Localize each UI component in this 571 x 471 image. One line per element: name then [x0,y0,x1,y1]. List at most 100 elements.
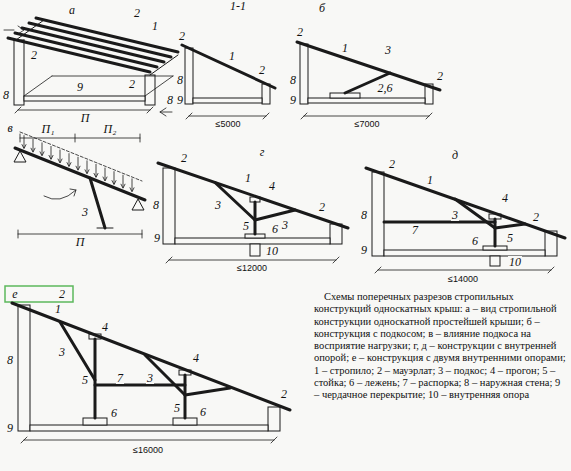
callout-number: 2 [258,64,266,76]
callout-number: 3 [58,346,66,358]
callout-number: 2 [178,30,186,42]
drawing-stroke [330,224,342,244]
drawing-stroke [20,138,140,139]
drawing-stroke [333,257,339,263]
callout-number: 10 [508,256,522,268]
callout-number: 1 [228,50,236,62]
drawing-stroke [263,113,269,119]
dimension-label: ≤16000 [132,446,164,455]
drawing-stroke [105,168,106,180]
callout-number: 9 [76,81,84,93]
drawing-stroke [166,257,172,263]
drawing-stroke [22,136,134,192]
drawing-stroke [114,172,115,184]
callout-number: 2 [128,78,136,90]
callout-number: 2 [436,70,444,82]
callout-number: б [318,2,326,14]
drawing-stroke [112,181,116,185]
callout-number: д [451,149,459,161]
drawing-stroke [130,188,134,192]
drawing-stroke [18,26,24,34]
drawing-stroke [175,238,330,244]
callout-number: 4 [192,352,200,364]
drawing-stroke [548,267,554,273]
drawing-stroke [49,155,53,159]
drawing-stroke [42,143,43,155]
drawing-stroke [58,159,62,163]
drawing-stroke [87,161,88,173]
callout-number: 5 [173,402,181,414]
drawing-stroke [96,164,97,176]
drawing-stroke [182,45,275,88]
drawing-stroke [24,440,274,441]
callout-number: 2 [296,26,304,38]
callout-number: П₂ [103,123,118,135]
drawing-stroke [185,48,193,104]
drawing-stroke [94,173,98,177]
callout-number: 4 [101,321,109,333]
drawing-stroke [426,113,432,119]
callout-number: П [75,236,86,248]
drawing-stroke [18,234,142,235]
drawing-stroke [21,437,27,443]
drawing-stroke [24,76,52,96]
drawing-stroke [30,425,268,431]
drawing-stroke [132,179,133,191]
drawing-stroke [121,184,125,188]
callout-number: 2 [133,7,141,19]
drawing-stroke [24,96,145,101]
drawing-stroke [300,44,308,104]
callout-number: 4 [501,192,509,204]
callout-number: 5 [242,220,250,232]
drawing-stroke [60,150,61,162]
drawing-stroke [455,199,495,228]
drawing-stroke [70,189,76,196]
callout-number: 2 [180,152,188,164]
callout-number: 3 [81,206,89,218]
panel-a [4,18,178,116]
drawing-stroke [132,199,144,210]
callout-number: 8 [166,94,174,106]
callout-number: а [68,4,76,16]
drawing-stroke [250,244,260,256]
drawing-stroke [31,148,35,152]
callout-number: 3 [214,199,222,211]
callout-number: 8 [289,74,297,86]
figure-caption: Схемы поперечных разрезов стропильных ко… [314,291,566,402]
drawing-stroke [76,166,80,170]
callout-number: 3 [451,209,459,221]
drawing-stroke [255,210,295,220]
panel-g [158,163,348,263]
drawing-stroke [308,98,425,103]
callout-number: 6 [271,223,279,235]
drawing-stroke [15,148,145,200]
callout-number: П₁ [41,123,56,135]
panel-b-left [182,45,275,119]
drawing-stroke [169,260,336,261]
callout-number: 9 [6,422,14,434]
drawing-stroke [4,30,14,31]
panel-e [5,286,290,443]
drawing-stroke [160,108,166,116]
callout-number: 2 [318,201,326,213]
callout-number: 6 [471,235,479,247]
dimension-label: ≤5000 [215,120,242,129]
drawing-stroke [78,157,79,169]
panel-d [366,168,565,273]
drawing-stroke [304,116,429,117]
drawing-stroke [90,178,105,228]
drawing-stroke [20,134,21,142]
dimension-label: ≤14000 [447,275,479,284]
drawing-stroke [20,132,142,181]
callout-number: П [80,112,91,124]
drawing-stroke [52,76,173,77]
callout-number: 2 [388,158,396,170]
callout-number: 2 [532,211,540,223]
drawing-stroke [185,388,230,395]
drawing-stroke [193,98,262,103]
callout-number: 2,6 [377,82,394,94]
drawing-stroke [14,40,24,105]
drawing-stroke [189,116,266,117]
callout-number: 9 [289,94,297,106]
